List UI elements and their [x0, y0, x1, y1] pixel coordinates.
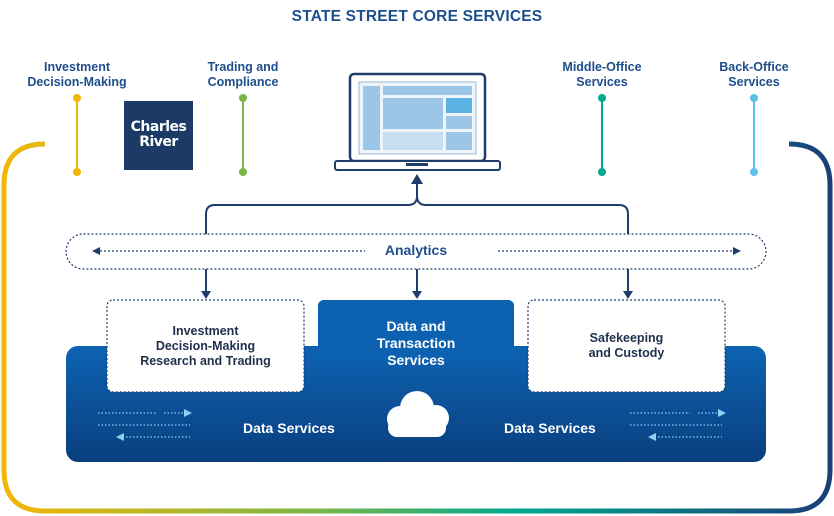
cloud-icon — [387, 391, 449, 437]
box-safekeeping-custody: Safekeeping and Custody — [528, 300, 725, 392]
logo-line: Charles — [130, 119, 187, 135]
box-line: Research and Trading — [140, 353, 271, 368]
label-back-office: Back-Office Services — [699, 60, 809, 90]
frame-left-bottom — [1, 141, 833, 514]
arrow-icon — [205, 176, 629, 234]
label-line: Trading and — [207, 60, 279, 74]
laptop-icon — [334, 72, 501, 171]
logo-line: River — [139, 134, 178, 150]
charles-river-logo: Charles River — [124, 120, 193, 150]
diagram-title: STATE STREET CORE SERVICES — [291, 8, 543, 25]
data-services-right-label: Data Services — [504, 420, 596, 436]
label-line: Middle-Office — [562, 60, 642, 74]
label-line: Back-Office — [719, 60, 789, 74]
label-middle-office: Middle-Office Services — [547, 60, 657, 90]
label-trading-compliance: Trading and Compliance — [188, 60, 298, 90]
label-line: Services — [576, 75, 628, 89]
box-investment-research-trading: Investment Decision-Making Research and … — [107, 300, 304, 392]
box-line: Decision-Making — [155, 338, 256, 353]
label-line: Compliance — [207, 75, 279, 89]
label-line: Investment — [44, 60, 110, 74]
box-line: Data and — [386, 318, 446, 334]
box-line: Transaction — [376, 335, 456, 351]
box-data-transaction-services: Data and Transaction Services — [318, 318, 514, 369]
box-line: Services — [387, 352, 445, 368]
data-services-left-label: Data Services — [243, 420, 335, 436]
label-line: Services — [728, 75, 780, 89]
label-investment-decision-making: Investment Decision-Making — [22, 60, 132, 90]
analytics-label: Analytics — [384, 242, 448, 258]
box-line: Safekeeping — [589, 331, 664, 345]
label-line: Decision-Making — [27, 75, 127, 89]
box-line: and Custody — [588, 346, 665, 360]
box-line: Investment — [172, 323, 239, 338]
